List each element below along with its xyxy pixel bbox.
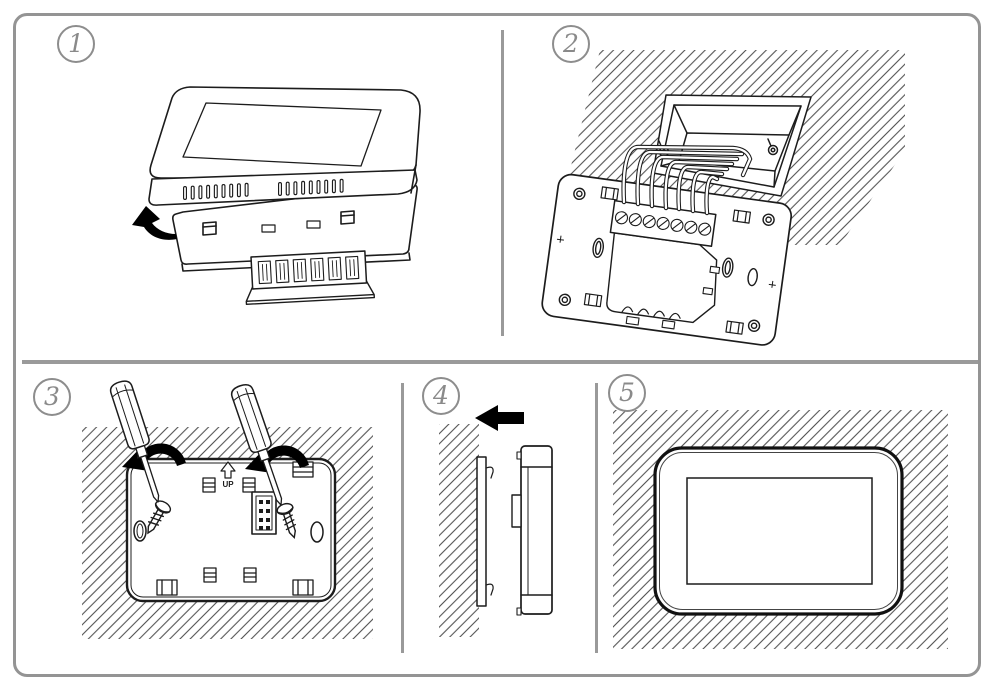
connector-socket (251, 491, 277, 535)
outer-frame (13, 13, 981, 677)
wall-hatch (439, 424, 479, 637)
mounting-plate: UP (125, 457, 337, 603)
step-badge-3: 3 (33, 378, 71, 416)
front-panel (148, 86, 421, 206)
step-number-3: 3 (44, 381, 60, 411)
terminal-block (245, 250, 375, 306)
step-number-1: 1 (68, 28, 84, 58)
step-badge-1: 1 (57, 25, 95, 63)
step-number-5: 5 (619, 377, 635, 407)
wires (621, 144, 753, 216)
back-plate (172, 184, 418, 272)
device-screen (686, 477, 873, 585)
step2-illustration (541, 50, 905, 346)
screwdriver (230, 383, 283, 506)
device-screen (182, 102, 382, 167)
screw (147, 500, 172, 535)
screwdriver (109, 380, 160, 503)
panel-step-1: 1 (13, 13, 503, 361)
screw (276, 502, 297, 540)
screws (147, 500, 297, 540)
step-number-4: 4 (433, 380, 449, 410)
divider-bottom-right (595, 383, 598, 653)
up-arrow-icon (220, 461, 236, 479)
wall-plate-side (476, 456, 494, 607)
panel-step-2: 2 (503, 13, 987, 361)
device-side-view (511, 445, 553, 616)
panel-step-3: 3 UP (13, 363, 403, 683)
step-number-2: 2 (563, 28, 579, 58)
push-arrow-icon (475, 405, 524, 431)
step4-illustration (439, 405, 553, 637)
plate-slots (202, 477, 257, 583)
up-label: UP (222, 480, 234, 489)
step1-illustration (132, 86, 421, 306)
step-badge-4: 4 (422, 377, 460, 415)
rotate-arrow-icon (132, 206, 177, 240)
step-badge-5: 5 (608, 374, 646, 412)
screwdrivers (109, 380, 283, 506)
mounted-device (653, 446, 904, 616)
step5-illustration (613, 410, 948, 649)
divider-horizontal (22, 360, 978, 364)
step3-illustration: UP (82, 380, 373, 639)
divider-bottom-left (401, 383, 404, 653)
plate-clips (156, 461, 314, 596)
panel-step-5: 5 (597, 363, 987, 683)
plate-clips (583, 186, 752, 335)
wiring-module (606, 199, 721, 330)
panel-step-4: 4 (403, 363, 597, 683)
divider-top-vertical (501, 30, 504, 336)
step-badge-2: 2 (552, 25, 590, 63)
mounting-plate (541, 173, 793, 346)
